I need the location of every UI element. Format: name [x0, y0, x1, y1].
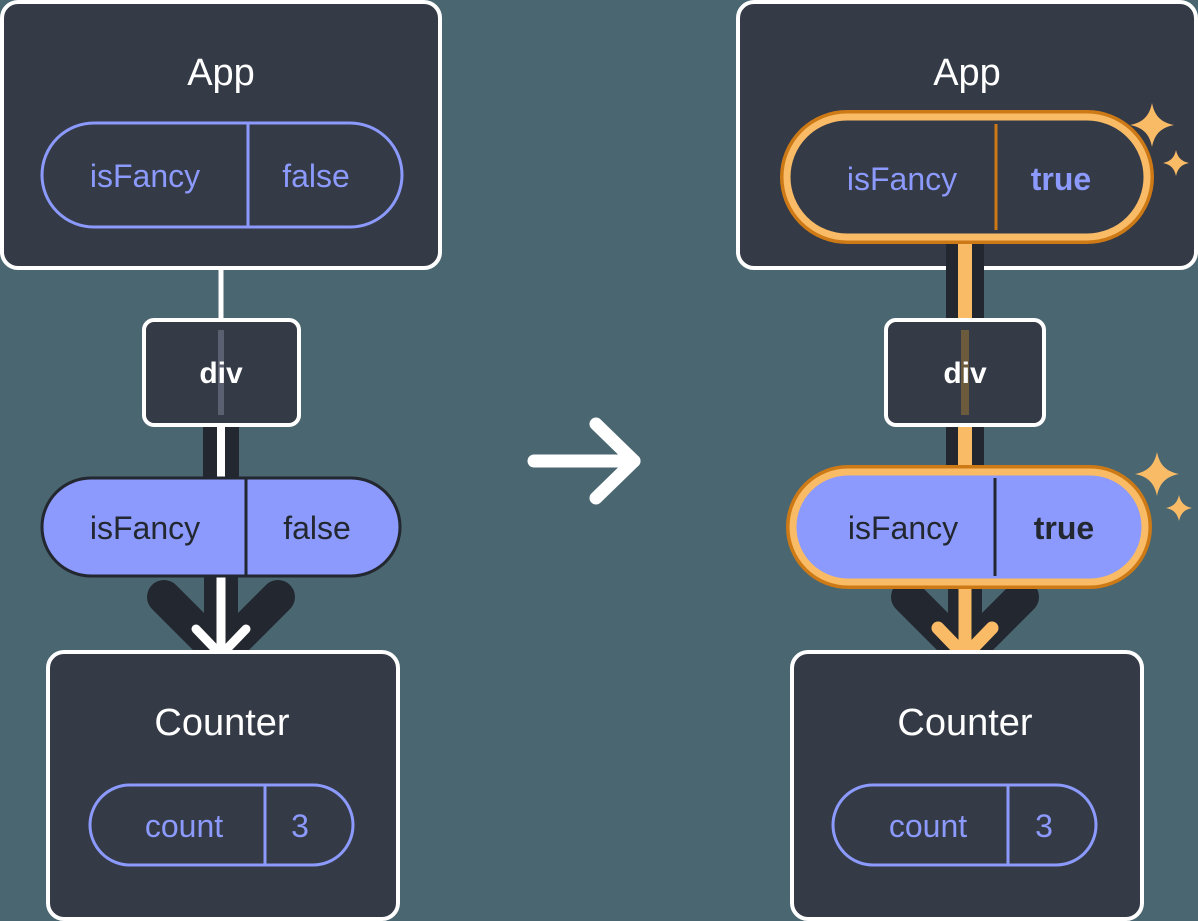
app-pill-key-after: isFancy	[846, 161, 958, 197]
app-pill-key-before: isFancy	[89, 158, 201, 194]
app-pill-before	[40, 121, 404, 229]
app-box-before	[0, 0, 442, 270]
prop-pill-key-before: isFancy	[89, 510, 201, 546]
app-pill-highlight-inner-after	[783, 113, 1151, 241]
counter-pill-value-after: 3	[1035, 808, 1053, 844]
transition-arrow-icon	[527, 417, 641, 505]
prop-pill-value-before: false	[283, 510, 351, 546]
app-title-after: App	[933, 52, 1001, 94]
counter-title-before: Counter	[154, 702, 290, 744]
counter-pill-value-before: 3	[291, 808, 309, 844]
prop-pill-before	[40, 476, 402, 578]
app-pill-value-before: false	[282, 158, 350, 194]
counter-pill-before	[88, 783, 355, 867]
panel-after	[736, 0, 1198, 921]
counter-pill-key-after: count	[888, 808, 968, 844]
div-inner-line-before	[218, 330, 224, 415]
div-tag-after: div	[943, 357, 987, 390]
counter-pill-key-before: count	[144, 808, 224, 844]
edge-app-to-div-after-overlay	[946, 228, 984, 335]
app-pill-value-after: true	[1030, 161, 1092, 197]
panel-before	[0, 0, 442, 921]
div-tag-before: div	[199, 357, 243, 390]
prop-pill-key-after: isFancy	[847, 510, 959, 546]
prop-pill-value-after: true	[1033, 510, 1095, 546]
app-title-before: App	[187, 52, 255, 94]
counter-pill-after	[831, 783, 1098, 867]
div-inner-line-after	[961, 330, 969, 415]
prop-pill-highlight-inner-after	[789, 468, 1149, 586]
counter-title-after: Counter	[897, 702, 1033, 744]
